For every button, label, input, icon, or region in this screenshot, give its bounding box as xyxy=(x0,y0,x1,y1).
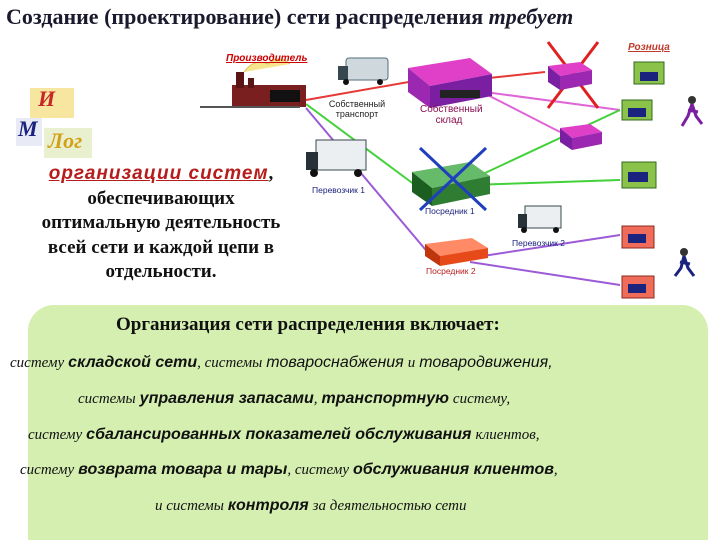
left-line: обеспечивающих xyxy=(87,187,235,209)
factory-icon xyxy=(200,58,306,108)
shopper-icon xyxy=(680,96,704,127)
includes-line-3: систему сбалансированных показателей обс… xyxy=(28,426,540,443)
arrow-producer-warehouse xyxy=(305,79,421,101)
letter-m: М xyxy=(18,116,38,141)
org-systems-head: организации систем xyxy=(48,163,269,184)
letter-i: И xyxy=(38,86,56,111)
own-transport-label: Собственный транспорт xyxy=(328,99,386,119)
truck-icon xyxy=(338,57,389,85)
letter-log-box xyxy=(44,128,92,158)
carrier-truck-icon xyxy=(306,139,367,177)
includes-line-2: системы управления запасами, транспортну… xyxy=(78,390,511,407)
crossed-out-icon xyxy=(418,146,488,212)
includes-panel xyxy=(28,305,708,540)
intermediary2-label: Посредник 2 xyxy=(426,266,476,276)
includes-title: Организация сети распределения включает: xyxy=(116,314,500,335)
letter-i-box xyxy=(30,88,74,118)
letter-m-box xyxy=(16,118,42,146)
carrier1-label: Перевозчик 1 xyxy=(312,185,365,195)
arrow-intermediary1-shop xyxy=(469,179,621,186)
shop-icon xyxy=(633,61,665,85)
intermediary1-label: Посредник 1 xyxy=(425,206,475,216)
retail-label: Розница xyxy=(628,42,670,53)
arrow-intermediary1-retail xyxy=(469,109,621,181)
arrow-intermediary2-shop xyxy=(469,234,621,259)
arrow-producer-intermediary2 xyxy=(305,107,431,256)
arrow-warehouse-shop xyxy=(469,89,621,111)
warehouse-icon xyxy=(425,238,488,266)
warehouse-icon xyxy=(412,162,490,206)
own-warehouse-label: Собственный склад xyxy=(420,104,483,126)
warehouse-icon xyxy=(560,124,602,150)
left-description: организации систем, обеспечивающих оптим… xyxy=(0,162,322,285)
includes-line-5: и системы контроля за деятельностью сети xyxy=(155,497,467,514)
shop-icon xyxy=(621,225,655,249)
warehouse-icon xyxy=(408,58,492,108)
left-line: отдельности. xyxy=(105,261,217,282)
flow-arrows xyxy=(305,71,621,286)
page-title: Создание (проектирование) сети распредел… xyxy=(6,4,574,29)
shopper-icon xyxy=(673,248,696,277)
shop-icon xyxy=(621,161,657,189)
left-line: всей сети и каждой цепи в xyxy=(47,236,275,258)
shop-icon xyxy=(621,99,653,121)
shop-icon xyxy=(621,275,655,299)
left-line: оптимальную деятельность xyxy=(41,212,281,233)
includes-line-1: систему складской сети, системы товаросн… xyxy=(10,354,553,371)
carrier-truck-icon xyxy=(518,205,562,233)
letter-log: Лог xyxy=(48,128,83,153)
arrow-intermediary2-shop2 xyxy=(469,261,621,286)
producer-label: Производитель xyxy=(226,53,308,64)
warehouse-icon xyxy=(548,62,592,90)
includes-line-4: систему возврата товара и тары, систему … xyxy=(20,461,558,478)
carrier2-label: Перевозчик 2 xyxy=(512,238,565,248)
distribution-diagram xyxy=(200,41,704,299)
